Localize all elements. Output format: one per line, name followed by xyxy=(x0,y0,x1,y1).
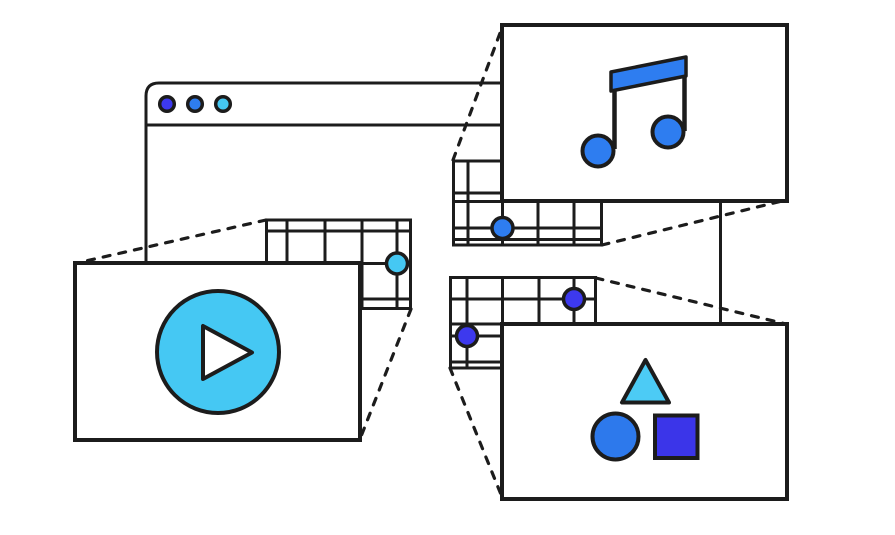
note-head-right xyxy=(650,114,686,150)
shapes-callout-top-line xyxy=(594,276,788,326)
browser-window-frame xyxy=(144,81,504,264)
shapes-grid-top-dot xyxy=(561,286,587,312)
play-triangle xyxy=(201,324,254,381)
shapes-card xyxy=(500,322,789,501)
window-dot-cyan-icon xyxy=(213,94,233,114)
music-card xyxy=(500,23,789,203)
music-grid-dot xyxy=(490,215,515,241)
shape-square xyxy=(653,413,700,460)
music-card-frame xyxy=(500,23,789,203)
browser-window xyxy=(144,81,504,264)
shape-triangle xyxy=(620,358,671,405)
shapes-callout-bottom-line xyxy=(448,366,504,499)
play-icon xyxy=(155,289,281,415)
shapes-icon xyxy=(590,358,700,462)
window-dot-blue-icon xyxy=(185,94,205,114)
note-beam xyxy=(609,55,688,93)
window-dot-indigo-icon xyxy=(157,94,177,114)
music-note-icon xyxy=(580,55,688,169)
shapes-card-frame xyxy=(500,322,789,501)
note-head-left xyxy=(580,133,616,169)
video-card xyxy=(73,261,362,442)
zoom-callout-lines xyxy=(75,23,788,499)
music-callout-top-line xyxy=(451,23,505,162)
video-callout-top-line xyxy=(75,218,268,265)
music-callout-bottom-line xyxy=(600,198,788,247)
shapes-grid-left-dot xyxy=(454,323,480,349)
ink-layer xyxy=(73,23,789,501)
video-callout-bottom-line xyxy=(358,307,413,441)
video-grid-dot xyxy=(384,251,410,276)
shape-circle xyxy=(590,411,641,462)
